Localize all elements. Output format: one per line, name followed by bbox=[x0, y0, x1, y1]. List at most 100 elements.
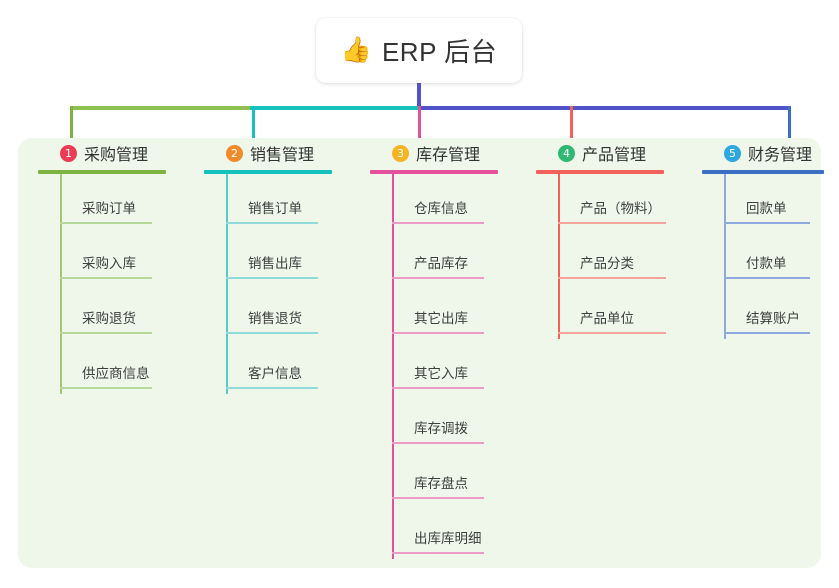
branch-spine-5 bbox=[724, 174, 726, 339]
connector-drop-5 bbox=[788, 106, 791, 140]
leaf-rule bbox=[60, 277, 152, 279]
leaf-rule bbox=[392, 332, 484, 334]
leaf-item[interactable]: 供应商信息 bbox=[60, 339, 166, 394]
root-node[interactable]: 👍 ERP 后台 bbox=[316, 18, 522, 83]
leaf-label: 产品分类 bbox=[580, 256, 634, 271]
leaf-rule bbox=[60, 222, 152, 224]
leaf-label: 库存盘点 bbox=[414, 476, 468, 491]
leaf-item[interactable]: 库存调拨 bbox=[392, 394, 498, 449]
leaf-label: 结算账户 bbox=[746, 311, 800, 326]
branch-column-3: 3 库存管理仓库信息产品库存其它出库其它入库库存调拨库存盘点出库库明细 bbox=[370, 138, 498, 559]
leaf-label: 采购订单 bbox=[82, 201, 136, 216]
connector-bar-segment-1 bbox=[70, 106, 252, 110]
branch-title-4: 产品管理 bbox=[582, 147, 647, 164]
leaf-label: 仓库信息 bbox=[414, 201, 468, 216]
leaf-rule bbox=[392, 277, 484, 279]
leaf-item[interactable]: 付款单 bbox=[724, 229, 824, 284]
branch-rule-3 bbox=[370, 170, 498, 174]
leaf-label: 回款单 bbox=[746, 201, 787, 216]
leaf-label: 采购入库 bbox=[82, 256, 136, 271]
leaf-rule bbox=[558, 332, 666, 334]
leaf-label: 客户信息 bbox=[248, 366, 302, 381]
branch-badge-2: 2 bbox=[226, 144, 243, 162]
leaf-rule bbox=[392, 442, 484, 444]
leaf-rule bbox=[558, 277, 666, 279]
branch-rule-5 bbox=[702, 170, 824, 174]
leaf-item[interactable]: 库存盘点 bbox=[392, 449, 498, 504]
leaf-item[interactable]: 客户信息 bbox=[226, 339, 332, 394]
branch-spine-4 bbox=[558, 174, 560, 339]
leaf-rule bbox=[392, 552, 484, 554]
leaf-item[interactable]: 其它出库 bbox=[392, 284, 498, 339]
leaf-item[interactable]: 采购订单 bbox=[60, 174, 166, 229]
branch-rule-2 bbox=[204, 170, 332, 174]
leaf-rule bbox=[558, 222, 666, 224]
branch-spine-3 bbox=[392, 174, 394, 559]
branch-badge-4: 4 bbox=[558, 144, 575, 162]
leaf-item[interactable]: 产品单位 bbox=[558, 284, 666, 339]
leaf-rule bbox=[60, 332, 152, 334]
leaf-label: 付款单 bbox=[746, 256, 787, 271]
leaf-rule bbox=[226, 277, 318, 279]
branch-body-2: 销售订单销售出库销售退货客户信息 bbox=[226, 174, 332, 394]
branch-body-4: 产品（物料） 产品分类产品单位 bbox=[558, 174, 666, 339]
connector-drop-1 bbox=[70, 106, 73, 140]
branch-header-4[interactable]: 4 产品管理 bbox=[536, 138, 664, 168]
leaf-label: 产品库存 bbox=[414, 256, 468, 271]
leaf-label: 产品（物料） bbox=[580, 201, 661, 216]
leaf-item[interactable]: 销售出库 bbox=[226, 229, 332, 284]
leaf-label: 采购退货 bbox=[82, 311, 136, 326]
leaf-item[interactable]: 产品分类 bbox=[558, 229, 666, 284]
leaf-label: 其它入库 bbox=[414, 366, 468, 381]
leaf-rule bbox=[226, 332, 318, 334]
leaf-item[interactable]: 销售订单 bbox=[226, 174, 332, 229]
leaf-label: 出库库明细 bbox=[414, 531, 482, 546]
branch-badge-3: 3 bbox=[392, 144, 409, 162]
leaf-label: 库存调拨 bbox=[414, 421, 468, 436]
leaf-item[interactable]: 出库库明细 bbox=[392, 504, 498, 559]
branch-title-3: 库存管理 bbox=[416, 147, 481, 164]
leaf-rule bbox=[226, 222, 318, 224]
leaf-item[interactable]: 回款单 bbox=[724, 174, 824, 229]
leaf-rule bbox=[392, 387, 484, 389]
branch-body-3: 仓库信息产品库存其它出库其它入库库存调拨库存盘点出库库明细 bbox=[392, 174, 498, 559]
branch-badge-1: 1 bbox=[60, 144, 77, 162]
connector-drop-4 bbox=[570, 106, 573, 140]
leaf-label: 销售退货 bbox=[248, 311, 302, 326]
leaf-item[interactable]: 采购入库 bbox=[60, 229, 166, 284]
leaf-label: 其它出库 bbox=[414, 311, 468, 326]
leaf-item[interactable]: 其它入库 bbox=[392, 339, 498, 394]
leaf-rule bbox=[724, 222, 810, 224]
leaf-rule bbox=[226, 387, 318, 389]
connector-drop-2 bbox=[252, 106, 255, 140]
leaf-rule bbox=[724, 277, 810, 279]
branch-spine-2 bbox=[226, 174, 228, 394]
branch-rule-1 bbox=[38, 170, 166, 174]
leaf-label: 产品单位 bbox=[580, 311, 634, 326]
branch-header-1[interactable]: 1 采购管理 bbox=[38, 138, 166, 168]
leaf-item[interactable]: 销售退货 bbox=[226, 284, 332, 339]
leaf-item[interactable]: 结算账户 bbox=[724, 284, 824, 339]
thumbs-up-icon: 👍 bbox=[340, 36, 372, 64]
leaf-item[interactable]: 仓库信息 bbox=[392, 174, 498, 229]
leaf-item[interactable]: 采购退货 bbox=[60, 284, 166, 339]
branch-header-3[interactable]: 3 库存管理 bbox=[370, 138, 498, 168]
connector-bar-segment-2 bbox=[250, 106, 420, 110]
leaf-label: 销售出库 bbox=[248, 256, 302, 271]
leaf-item[interactable]: 产品（物料） bbox=[558, 174, 666, 229]
leaf-label: 供应商信息 bbox=[82, 366, 150, 381]
leaf-item[interactable]: 产品库存 bbox=[392, 229, 498, 284]
branch-body-1: 采购订单采购入库采购退货供应商信息 bbox=[60, 174, 166, 394]
branch-column-4: 4 产品管理产品（物料） 产品分类产品单位 bbox=[536, 138, 666, 339]
leaf-rule bbox=[392, 497, 484, 499]
branch-column-1: 1 采购管理采购订单采购入库采购退货供应商信息 bbox=[38, 138, 166, 394]
root-connector-stem bbox=[417, 83, 421, 108]
branch-title-5: 财务管理 bbox=[748, 147, 813, 164]
branch-body-5: 回款单付款单结算账户 bbox=[724, 174, 824, 339]
branch-title-1: 采购管理 bbox=[84, 147, 149, 164]
